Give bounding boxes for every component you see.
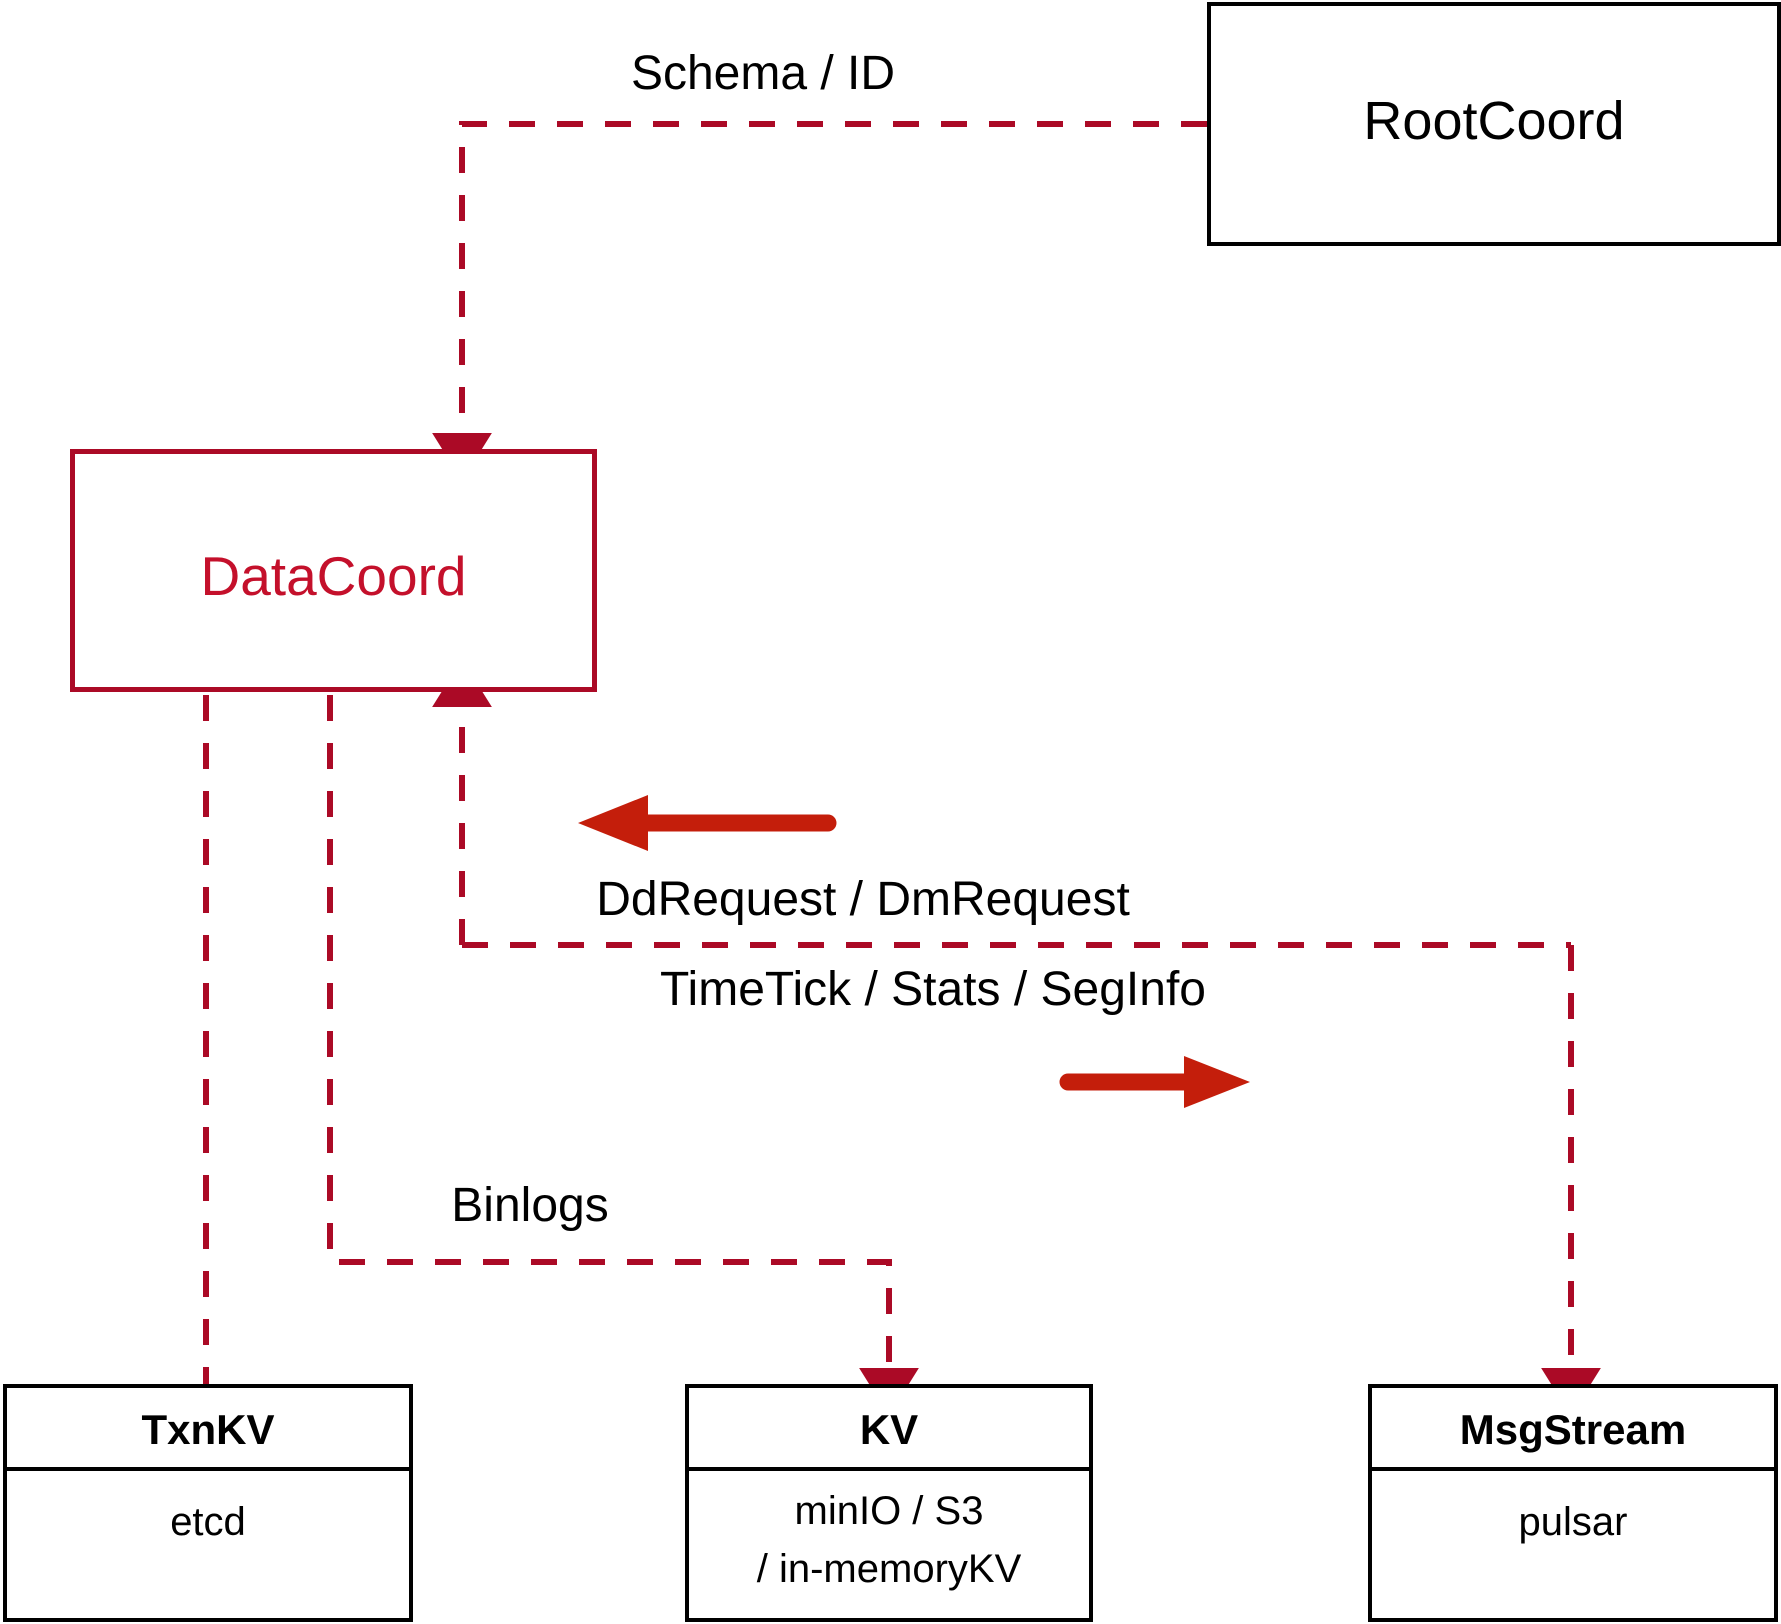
node-txnkv[interactable]: TxnKV etcd	[3, 1384, 413, 1622]
left-direction-arrow-icon	[578, 795, 837, 851]
edge-label-schema-id: Schema / ID	[630, 47, 896, 100]
node-msgstream[interactable]: MsgStream pulsar	[1368, 1384, 1778, 1622]
node-msgstream-body: pulsar	[1518, 1500, 1628, 1544]
edge-schema-id	[432, 121, 1207, 481]
node-datacoord[interactable]: DataCoord	[70, 449, 597, 692]
right-direction-arrow-icon	[1059, 1056, 1250, 1108]
node-txnkv-body: etcd	[170, 1500, 246, 1544]
edge-label-timetick-stats-seginfo: TimeTick / Stats / SegInfo	[660, 963, 1206, 1016]
node-txnkv-title: TxnKV	[141, 1406, 275, 1453]
node-rootcoord-label: RootCoord	[1363, 91, 1625, 151]
node-kv[interactable]: KV minIO / S3 / in-memoryKV	[685, 1384, 1093, 1622]
node-kv-body-line1: minIO / S3	[794, 1489, 984, 1533]
edge-binlogs	[327, 695, 919, 1416]
node-msgstream-divider	[1372, 1467, 1774, 1471]
node-kv-divider	[689, 1467, 1089, 1471]
edge-label-binlogs: Binlogs	[451, 1179, 609, 1232]
edge-ddrequest-dmrequest	[432, 659, 1571, 948]
edge-label-ddrequest-dmrequest: DdRequest / DmRequest	[596, 873, 1130, 926]
node-msgstream-title: MsgStream	[1459, 1406, 1687, 1453]
node-kv-body-line2: / in-memoryKV	[756, 1547, 1022, 1591]
node-datacoord-label: DataCoord	[200, 545, 467, 607]
node-rootcoord[interactable]: RootCoord	[1207, 2, 1781, 246]
node-txnkv-divider	[7, 1467, 409, 1471]
node-kv-title: KV	[859, 1406, 919, 1453]
